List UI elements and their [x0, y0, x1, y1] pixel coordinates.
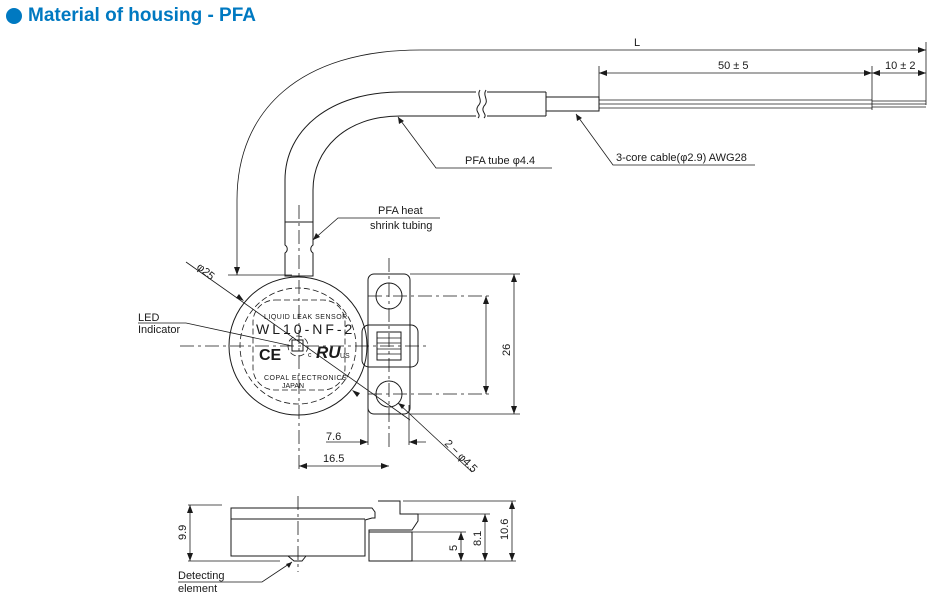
- ce-mark: CE: [259, 347, 282, 364]
- dim-label-offset-small: 7.6: [326, 431, 341, 443]
- leader-led: [185, 322, 293, 347]
- us-mark: US: [340, 353, 350, 360]
- break-mark: [476, 89, 481, 119]
- heat-shrink-tubing: [284, 221, 314, 277]
- dim-line-L: [234, 47, 926, 275]
- dim-label-diameter: φ25: [194, 261, 217, 283]
- callout-heat-shrink-1: PFA heat: [378, 205, 423, 217]
- section-title-text: Material of housing - PFA: [28, 5, 257, 26]
- arrow-head: [398, 403, 405, 409]
- cable-sheath: [545, 96, 600, 112]
- led-indicator: [291, 339, 304, 352]
- callout-cable: 3-core cable(φ2.9) AWG28: [616, 152, 747, 164]
- side-body: [230, 507, 376, 557]
- dim-label-strip: 50 ± 5: [718, 60, 749, 72]
- leader-hole-spec: [397, 402, 473, 473]
- dim-label-hole-pitch: 26: [501, 344, 513, 356]
- marking-model: WL10-NF-2: [256, 321, 355, 337]
- arrow-head: [286, 562, 292, 568]
- leader-heat-shrink: [312, 217, 440, 241]
- arrow-head: [313, 233, 320, 240]
- arrow-head: [576, 114, 582, 121]
- callout-heat-shrink-2: shrink tubing: [370, 220, 432, 232]
- bullet-icon: [6, 8, 22, 24]
- dim-label-total: 10.6: [499, 519, 511, 540]
- dim-label-offset-large: 16.5: [323, 453, 344, 465]
- ul-mark: RU: [316, 343, 341, 362]
- dim-line-diameter: [185, 261, 411, 421]
- pfa-tube-outer: [284, 91, 476, 222]
- side-foot: [368, 531, 413, 562]
- callout-led-2: Indicator: [138, 324, 181, 336]
- marking-country: JAPAN: [282, 383, 304, 390]
- leader-pfa-tube: [397, 116, 552, 169]
- section-title: Material of housing - PFA: [6, 5, 256, 27]
- hidden-outline: [252, 299, 346, 391]
- callout-pfa-tube: PFA tube φ4.4: [465, 155, 535, 167]
- dim-label-step: 5: [448, 545, 460, 551]
- leader-detect: [178, 561, 293, 583]
- dim-label-mid: 8.1: [472, 531, 484, 546]
- detect-element: [287, 555, 307, 562]
- side-bracket: [368, 500, 419, 556]
- leader-cable: [575, 113, 755, 166]
- dim-label-body-height: 9.9: [177, 525, 189, 540]
- callout-detect-2: element: [178, 583, 217, 595]
- sensor-body: [180, 258, 490, 450]
- break-mark: [482, 89, 487, 119]
- dim-label-L: L: [634, 37, 640, 49]
- arrow-head: [236, 294, 244, 301]
- dim-label-wire-end: 10 ± 2: [885, 60, 916, 72]
- arrow-head: [352, 390, 360, 397]
- dim-label-hole-spec: 2 − φ4.5: [442, 438, 480, 476]
- pfa-tube-inner: [312, 115, 476, 222]
- c-mark: c: [308, 352, 312, 359]
- marking-maker: COPAL ELECTRONICS: [264, 375, 347, 382]
- cable-assembly: [228, 42, 927, 470]
- arrow-head: [398, 117, 404, 124]
- callout-led-1: LED: [138, 312, 159, 324]
- bracket-clip: [361, 324, 419, 368]
- marking-product: LIQUID LEAK SENSOR: [264, 314, 348, 321]
- side-view: 9.9 5 8.1 10.6: [177, 496, 516, 572]
- callout-detect-1: Detecting: [178, 570, 224, 582]
